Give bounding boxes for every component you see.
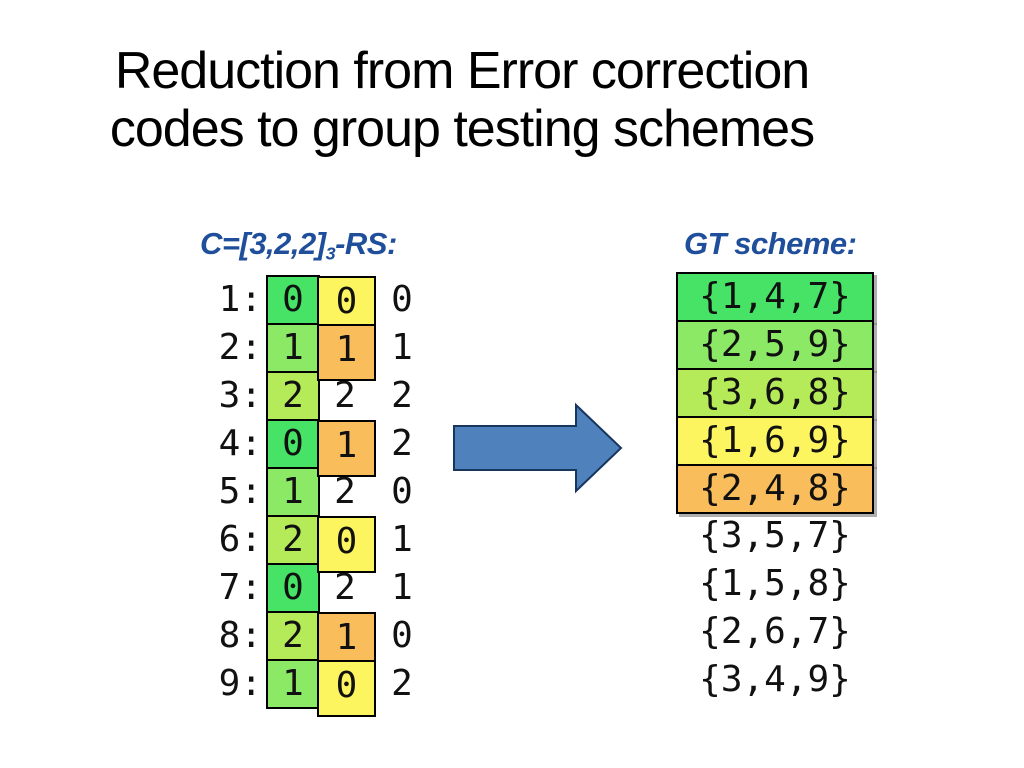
code-subscript: 3	[325, 243, 336, 264]
right-arrow-shape	[453, 402, 623, 494]
codeword-index: 8:	[218, 615, 262, 656]
codeword-row-7: 7: 0 2 1	[218, 563, 430, 613]
codeword-row-6: 6: 2 0 1	[218, 515, 430, 573]
codeword-digit-2: 1	[317, 420, 376, 477]
gt-set-4: {1,6,9}	[676, 416, 874, 466]
codeword-digit-3: 0	[391, 615, 413, 656]
codeword-row-8: 8: 2 1 0	[218, 611, 430, 669]
codeword-index: 1:	[218, 279, 262, 320]
codeword-digit-1: 1	[266, 323, 320, 373]
codeword-digit-1: 0	[266, 275, 320, 325]
gt-set-3: {3,6,8}	[676, 368, 874, 418]
code-name: C=[3,2,2]	[200, 226, 326, 261]
codeword-digit-2: 0	[317, 660, 376, 717]
slide-title: Reduction from Error correction codes to…	[52, 42, 872, 158]
codeword-index: 4:	[218, 423, 262, 464]
codeword-row-9: 9: 1 0 2	[218, 659, 430, 717]
codeword-digit-1: 0	[266, 419, 320, 469]
codeword-digit-2: 2	[334, 567, 356, 608]
codeword-digit-3: 1	[391, 567, 413, 608]
codeword-row-5: 5: 1 2 0	[218, 467, 430, 517]
codeword-index: 6:	[218, 519, 262, 560]
codeword-digit-2: 1	[317, 324, 376, 381]
codeword-row-1: 1: 0 0 0	[218, 275, 430, 333]
codeword-index: 3:	[218, 375, 262, 416]
codeword-digit-2: 2	[334, 375, 356, 416]
codeword-digit-1: 2	[266, 611, 320, 661]
codeword-digit-3: 1	[391, 519, 413, 560]
slide-title-line2: codes to group testing schemes	[109, 100, 815, 159]
codeword-index: 2:	[218, 327, 262, 368]
right-arrow-icon	[453, 402, 623, 494]
codeword-digit-3: 2	[391, 663, 413, 704]
codeword-digit-3: 0	[391, 471, 413, 512]
codeword-digit-1: 2	[266, 515, 320, 565]
codeword-digit-2: 2	[334, 471, 356, 512]
code-column-header: C=[3,2,2]3-RS:	[200, 226, 397, 264]
codeword-index: 7:	[218, 567, 262, 608]
codeword-digit-1: 0	[266, 563, 320, 613]
codeword-digit-2: 0	[317, 276, 376, 333]
codeword-table: 1: 0 0 0 2: 1 1 1 3: 2 2 2 4: 0 1 2 5: 1…	[218, 275, 430, 718]
codeword-digit-3: 2	[391, 375, 413, 416]
codeword-digit-2: 0	[317, 516, 376, 573]
codeword-index: 9:	[218, 663, 262, 704]
codeword-digit-1: 1	[266, 467, 320, 517]
codeword-index: 5:	[218, 471, 262, 512]
codeword-digit-1: 2	[266, 371, 320, 421]
codeword-digit-3: 0	[391, 279, 413, 320]
gt-set-2: {2,5,9}	[676, 320, 874, 370]
codeword-digit-3: 2	[391, 423, 413, 464]
codeword-digit-3: 1	[391, 327, 413, 368]
gt-set-6: {3,5,7}	[699, 515, 851, 556]
gt-set-9: {3,4,9}	[699, 659, 851, 700]
gt-set-8: {2,6,7}	[699, 611, 851, 652]
codeword-row-3: 3: 2 2 2	[218, 371, 430, 421]
gt-set-5: {2,4,8}	[676, 464, 874, 514]
gt-scheme-list: {1,4,7} {2,5,9} {3,6,8} {1,6,9} {2,4,8} …	[676, 272, 886, 712]
gt-scheme-header: GT scheme:	[684, 226, 857, 261]
codeword-row-2: 2: 1 1 1	[218, 323, 430, 381]
code-suffix: -RS:	[335, 226, 397, 261]
slide-title-line1: Reduction from Error correction	[114, 42, 810, 100]
codeword-row-4: 4: 0 1 2	[218, 419, 430, 477]
gt-set-1: {1,4,7}	[676, 272, 874, 322]
gt-set-7: {1,5,8}	[699, 563, 851, 604]
codeword-digit-1: 1	[266, 659, 320, 709]
